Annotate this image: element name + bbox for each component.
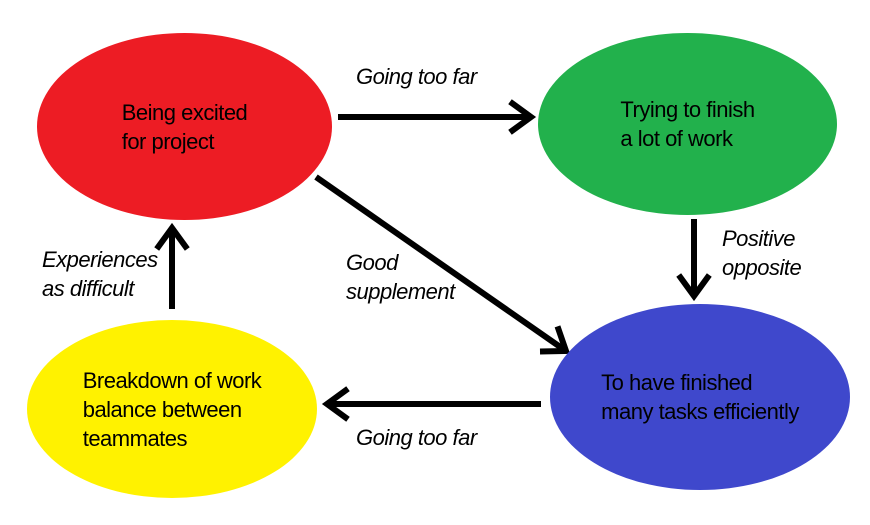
node-breakdown-of-work-label: Breakdown of work balance between teamma…: [82, 367, 262, 451]
arrow-finished-tasks-to-breakdown: [321, 386, 541, 422]
edge-label-positive-opposite: Positive opposite: [722, 226, 802, 280]
arrow-finish-work-to-finished-tasks: [676, 219, 712, 302]
arrow-breakdown-to-excited: [154, 222, 190, 309]
node-being-excited-label: Being excited for project: [121, 99, 248, 154]
node-trying-to-finish: Trying to finish a lot of work: [538, 33, 837, 215]
edge-label-going-too-far-top: Going too far: [356, 64, 477, 89]
node-being-excited: Being excited for project: [37, 33, 332, 220]
node-trying-to-finish-label: Trying to finish a lot of work: [620, 97, 755, 151]
node-breakdown-of-work: Breakdown of work balance between teamma…: [27, 320, 317, 498]
node-finished-many-tasks-label: To have finished many tasks efficiently: [601, 370, 799, 424]
arrow-excited-to-finish-work: [338, 99, 537, 135]
arrow-excited-to-finished-tasks: [314, 174, 571, 355]
edge-label-good-supplement: Good supplement: [346, 250, 455, 304]
edge-label-experiences-as-difficult: Experiences as difficult: [42, 247, 158, 301]
node-finished-many-tasks: To have finished many tasks efficiently: [550, 304, 850, 490]
edge-label-going-too-far-bottom: Going too far: [356, 425, 477, 450]
